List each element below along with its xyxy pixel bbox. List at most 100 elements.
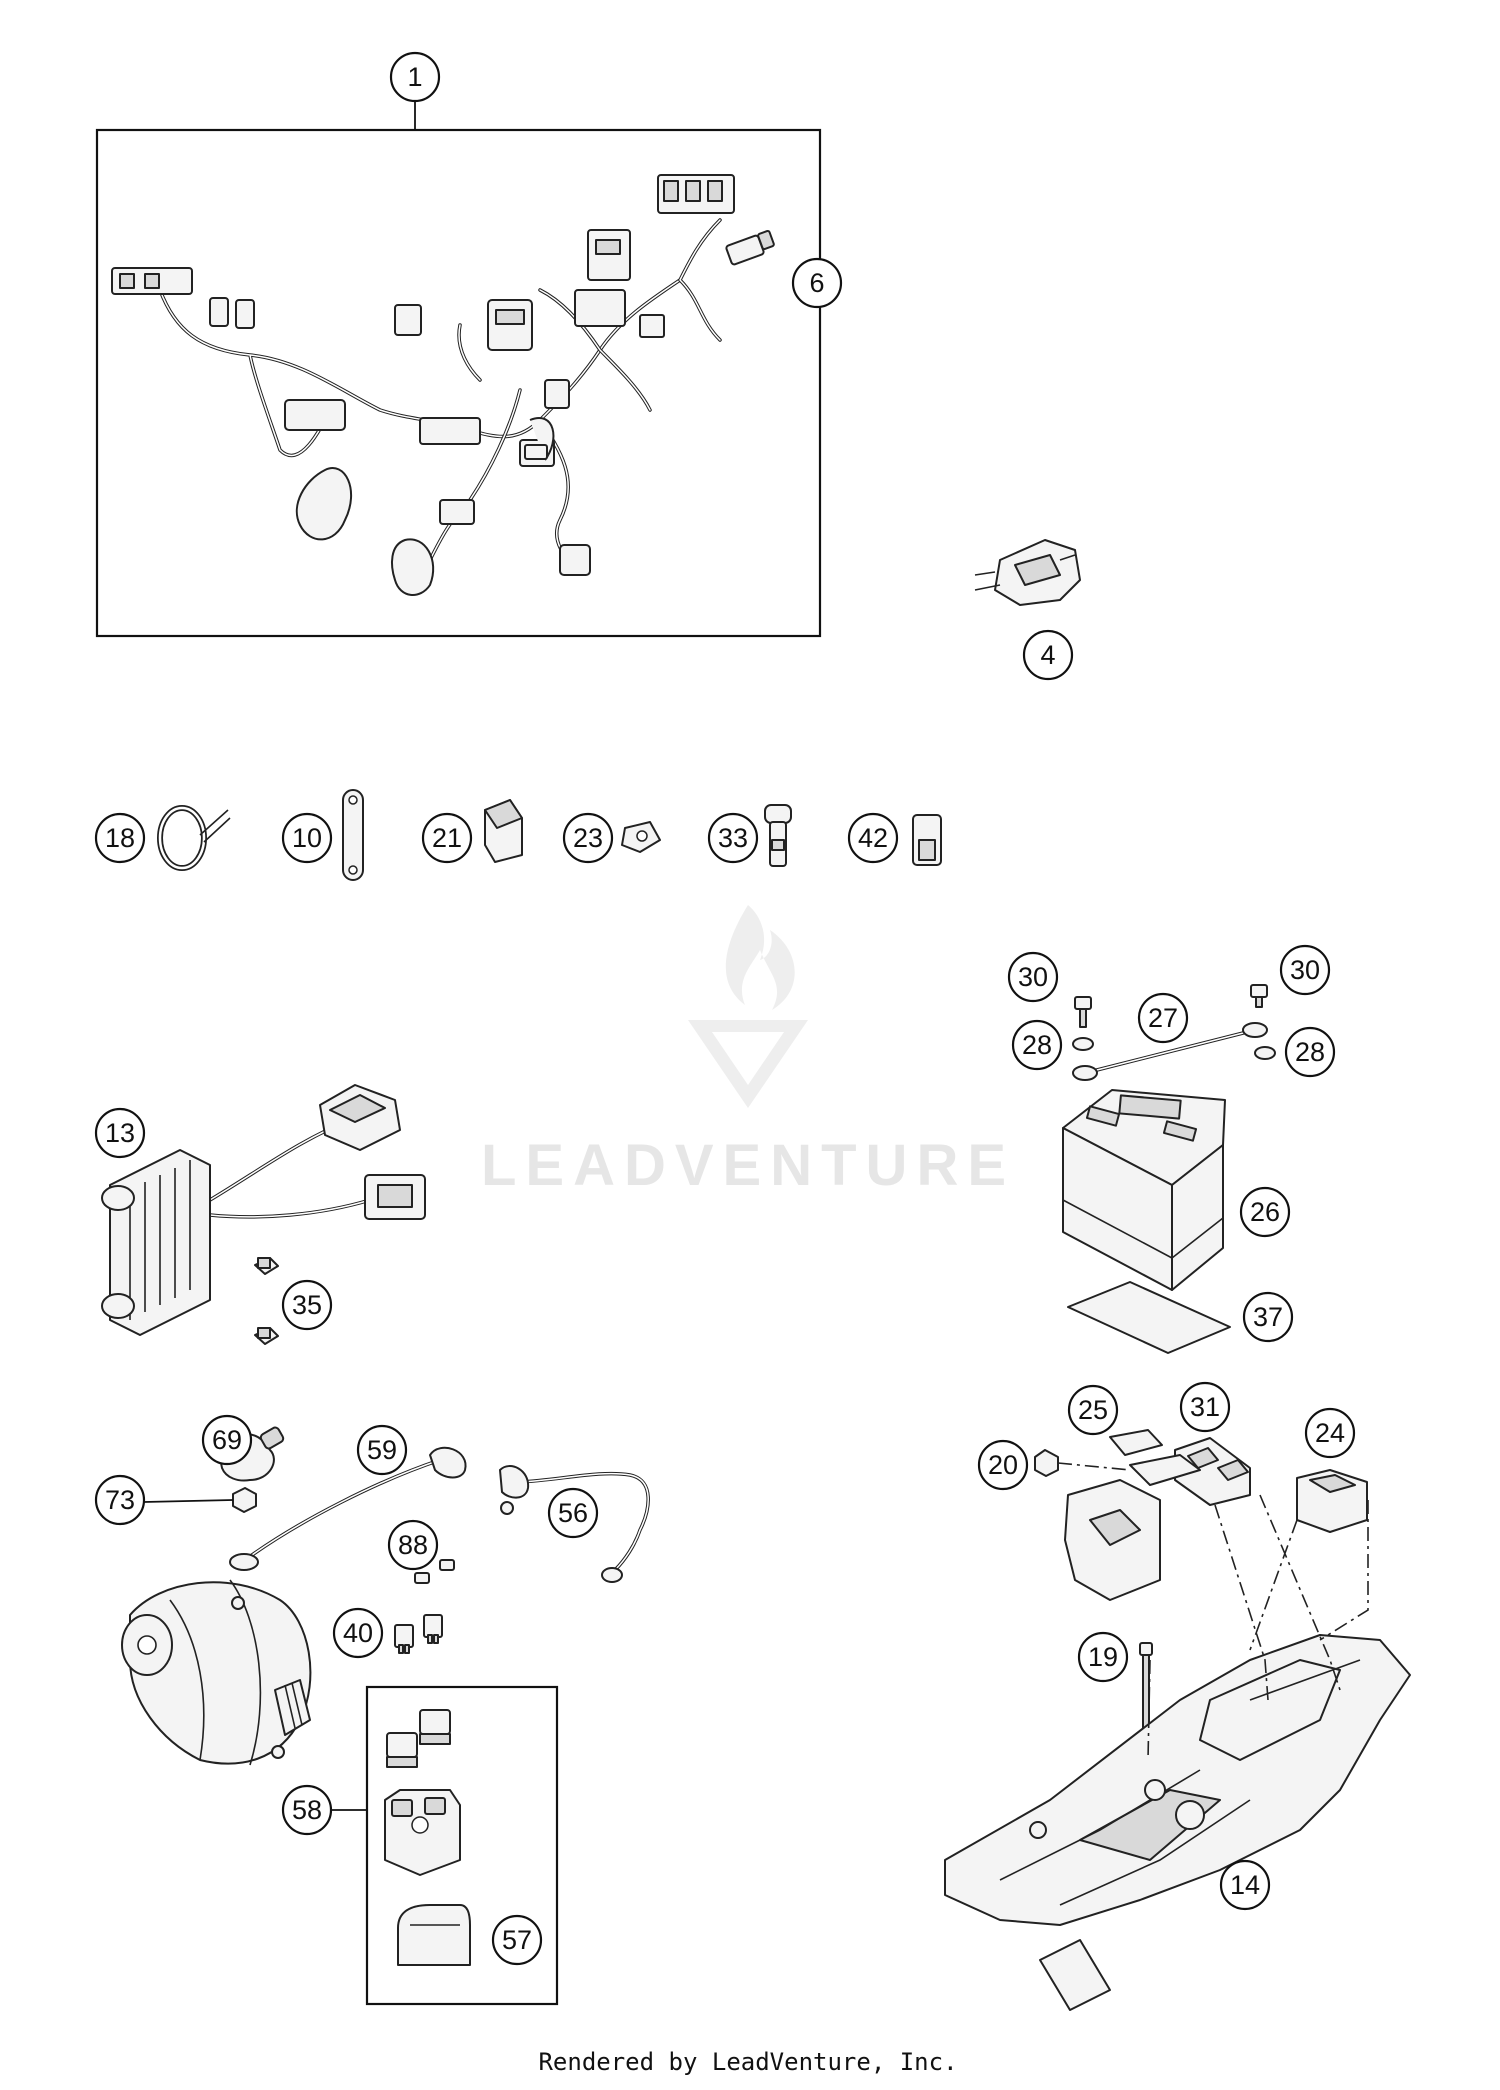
part-28-washers bbox=[1072, 1037, 1276, 1060]
part-59-cable bbox=[229, 1446, 467, 1571]
svg-text:30: 30 bbox=[1290, 955, 1320, 985]
part-42-connector bbox=[912, 814, 942, 866]
part-33-plug bbox=[764, 804, 792, 867]
part-73-nut bbox=[232, 1487, 257, 1513]
bracket-assembly bbox=[1064, 1454, 1201, 1601]
watermark-text: LEADVENTURE bbox=[481, 1133, 1015, 1198]
part-40-fuses bbox=[394, 1614, 443, 1654]
callout-73: 73 bbox=[94, 1474, 146, 1526]
svg-text:28: 28 bbox=[1295, 1037, 1325, 1067]
part-21-connector-housing bbox=[484, 799, 523, 863]
svg-text:1: 1 bbox=[407, 62, 422, 92]
svg-text:58: 58 bbox=[292, 1795, 322, 1825]
callout-33: 33 bbox=[707, 812, 759, 864]
callout-30-right: 30 bbox=[1279, 944, 1331, 996]
part-58-relay-covers bbox=[386, 1709, 451, 1768]
part-57-relay-cover bbox=[397, 1904, 471, 1966]
svg-text:10: 10 bbox=[292, 823, 322, 853]
callout-24: 24 bbox=[1304, 1407, 1356, 1459]
svg-text:28: 28 bbox=[1022, 1030, 1052, 1060]
part-6-connector bbox=[725, 229, 775, 266]
svg-text:30: 30 bbox=[1018, 962, 1048, 992]
callout-25: 25 bbox=[1067, 1384, 1119, 1436]
harness-frame bbox=[95, 128, 822, 638]
callout-23: 23 bbox=[562, 812, 614, 864]
callout-69: 69 bbox=[201, 1414, 253, 1466]
svg-text:57: 57 bbox=[502, 1925, 532, 1955]
part-37-pad bbox=[1067, 1281, 1231, 1354]
svg-text:42: 42 bbox=[858, 823, 888, 853]
svg-text:27: 27 bbox=[1148, 1003, 1178, 1033]
callout-21: 21 bbox=[421, 812, 473, 864]
callout-28-left: 28 bbox=[1011, 1019, 1063, 1071]
callout-13: 13 bbox=[94, 1107, 146, 1159]
callout-31: 31 bbox=[1179, 1381, 1231, 1433]
svg-text:40: 40 bbox=[343, 1618, 373, 1648]
callout-6: 6 bbox=[791, 257, 843, 309]
callout-57: 57 bbox=[491, 1914, 543, 1966]
svg-text:59: 59 bbox=[367, 1435, 397, 1465]
callout-27: 27 bbox=[1137, 992, 1189, 1044]
svg-text:73: 73 bbox=[105, 1485, 135, 1515]
svg-text:23: 23 bbox=[573, 823, 603, 853]
callout-1: 1 bbox=[389, 51, 441, 103]
svg-text:33: 33 bbox=[718, 823, 748, 853]
callout-28-right: 28 bbox=[1284, 1026, 1336, 1078]
part-10-strap bbox=[342, 789, 364, 881]
relay-frame bbox=[365, 1685, 559, 2006]
callout-42: 42 bbox=[847, 812, 899, 864]
starter-motor bbox=[121, 1579, 312, 1766]
wiring-harness bbox=[111, 174, 735, 596]
svg-text:37: 37 bbox=[1253, 1302, 1283, 1332]
part-14-tray bbox=[944, 1634, 1411, 2011]
svg-text:18: 18 bbox=[105, 823, 135, 853]
part-18-cable-tie bbox=[157, 805, 231, 871]
part-35-screws bbox=[254, 1257, 279, 1345]
svg-text:14: 14 bbox=[1230, 1870, 1260, 1900]
svg-text:25: 25 bbox=[1078, 1395, 1108, 1425]
callout-10: 10 bbox=[281, 812, 333, 864]
svg-text:88: 88 bbox=[398, 1530, 428, 1560]
footer-credit: Rendered by LeadVenture, Inc. bbox=[538, 2048, 957, 2076]
callout-37: 37 bbox=[1242, 1291, 1294, 1343]
part-20-nut bbox=[1034, 1449, 1059, 1477]
callout-4: 4 bbox=[1022, 629, 1074, 681]
part-27-cable bbox=[1072, 1022, 1268, 1081]
callout-26: 26 bbox=[1239, 1186, 1291, 1238]
callout-14: 14 bbox=[1219, 1859, 1271, 1911]
svg-text:21: 21 bbox=[432, 823, 462, 853]
part-13-regulator bbox=[101, 1084, 426, 1336]
callout-35: 35 bbox=[281, 1279, 333, 1331]
part-25-cover bbox=[1109, 1429, 1163, 1456]
callout-19: 19 bbox=[1077, 1631, 1129, 1683]
svg-text:35: 35 bbox=[292, 1290, 322, 1320]
svg-text:24: 24 bbox=[1315, 1418, 1345, 1448]
part-23-clip bbox=[621, 821, 661, 853]
part-31-fuse-holder bbox=[1174, 1437, 1251, 1506]
svg-text:26: 26 bbox=[1250, 1197, 1280, 1227]
callout-88: 88 bbox=[387, 1519, 439, 1571]
callout-56: 56 bbox=[547, 1487, 599, 1539]
watermark-logo bbox=[688, 905, 808, 1108]
callout-30-left: 30 bbox=[1007, 951, 1059, 1003]
part-24-relay bbox=[1296, 1469, 1368, 1533]
callout-18: 18 bbox=[94, 812, 146, 864]
svg-text:20: 20 bbox=[988, 1450, 1018, 1480]
svg-text:19: 19 bbox=[1088, 1642, 1118, 1672]
part-88-screws bbox=[414, 1559, 455, 1584]
svg-text:69: 69 bbox=[212, 1425, 242, 1455]
part-30-bolts bbox=[1074, 984, 1268, 1028]
callout-58: 58 bbox=[281, 1784, 333, 1836]
part-56-cable bbox=[499, 1465, 650, 1583]
svg-text:6: 6 bbox=[809, 268, 824, 298]
svg-text:31: 31 bbox=[1190, 1392, 1220, 1422]
svg-text:13: 13 bbox=[105, 1118, 135, 1148]
part-4-switch bbox=[974, 539, 1081, 606]
part-26-battery bbox=[1062, 1089, 1226, 1291]
callout-20: 20 bbox=[977, 1439, 1029, 1491]
part-58-relay bbox=[384, 1789, 461, 1876]
callout-40: 40 bbox=[332, 1607, 384, 1659]
svg-text:4: 4 bbox=[1040, 640, 1055, 670]
svg-text:56: 56 bbox=[558, 1498, 588, 1528]
